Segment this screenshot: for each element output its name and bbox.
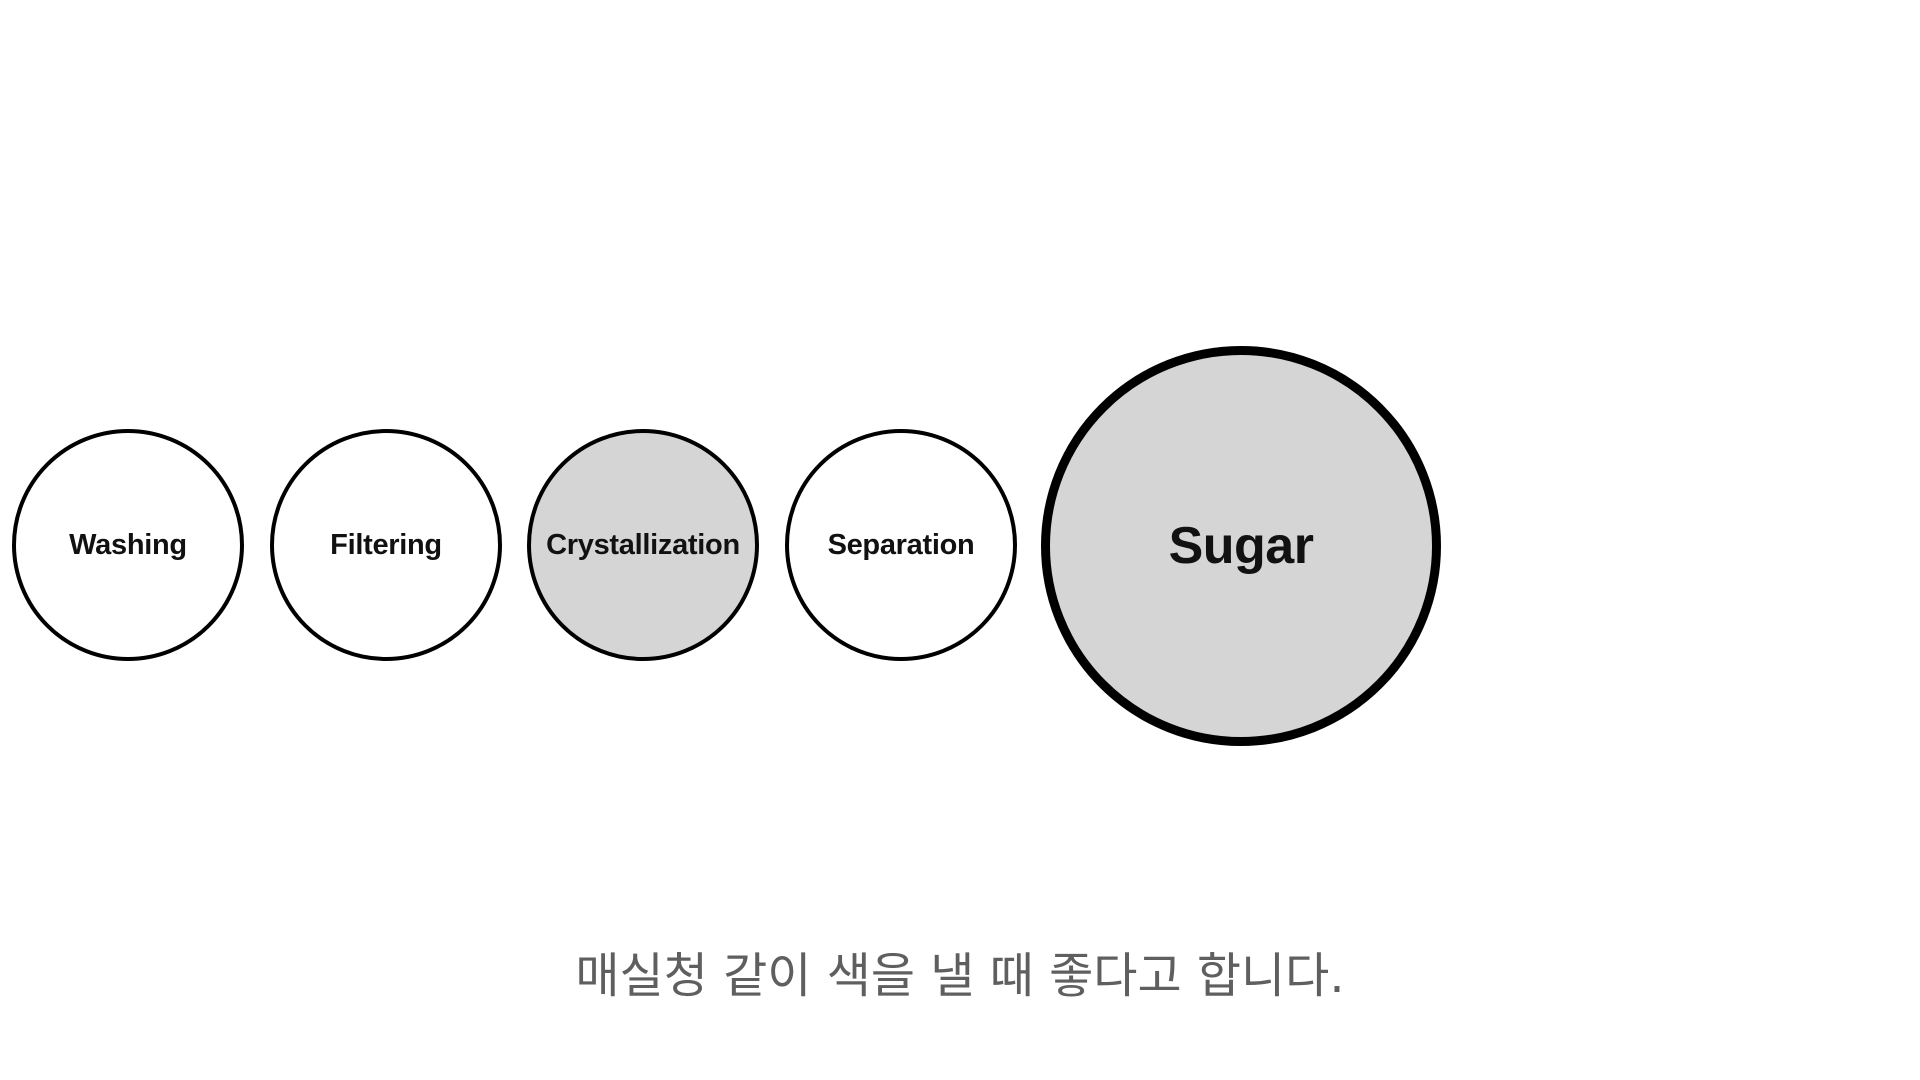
- step-circle-crystallization: Crystallization: [527, 429, 759, 661]
- result-label-sugar: Sugar: [1168, 517, 1314, 575]
- caption-text: 매실청 같이 색을 낼 때 좋다고 합니다.: [575, 948, 1345, 1004]
- step-label-filtering: Filtering: [330, 528, 442, 561]
- step-label-crystallization: Crystallization: [546, 528, 740, 561]
- step-circle-washing: Washing: [12, 429, 244, 661]
- step-circle-filtering: Filtering: [270, 429, 502, 661]
- step-label-washing: Washing: [69, 528, 187, 561]
- step-label-separation: Separation: [827, 528, 975, 561]
- result-circle-sugar: Sugar: [1041, 346, 1441, 746]
- step-circle-separation: Separation: [785, 429, 1017, 661]
